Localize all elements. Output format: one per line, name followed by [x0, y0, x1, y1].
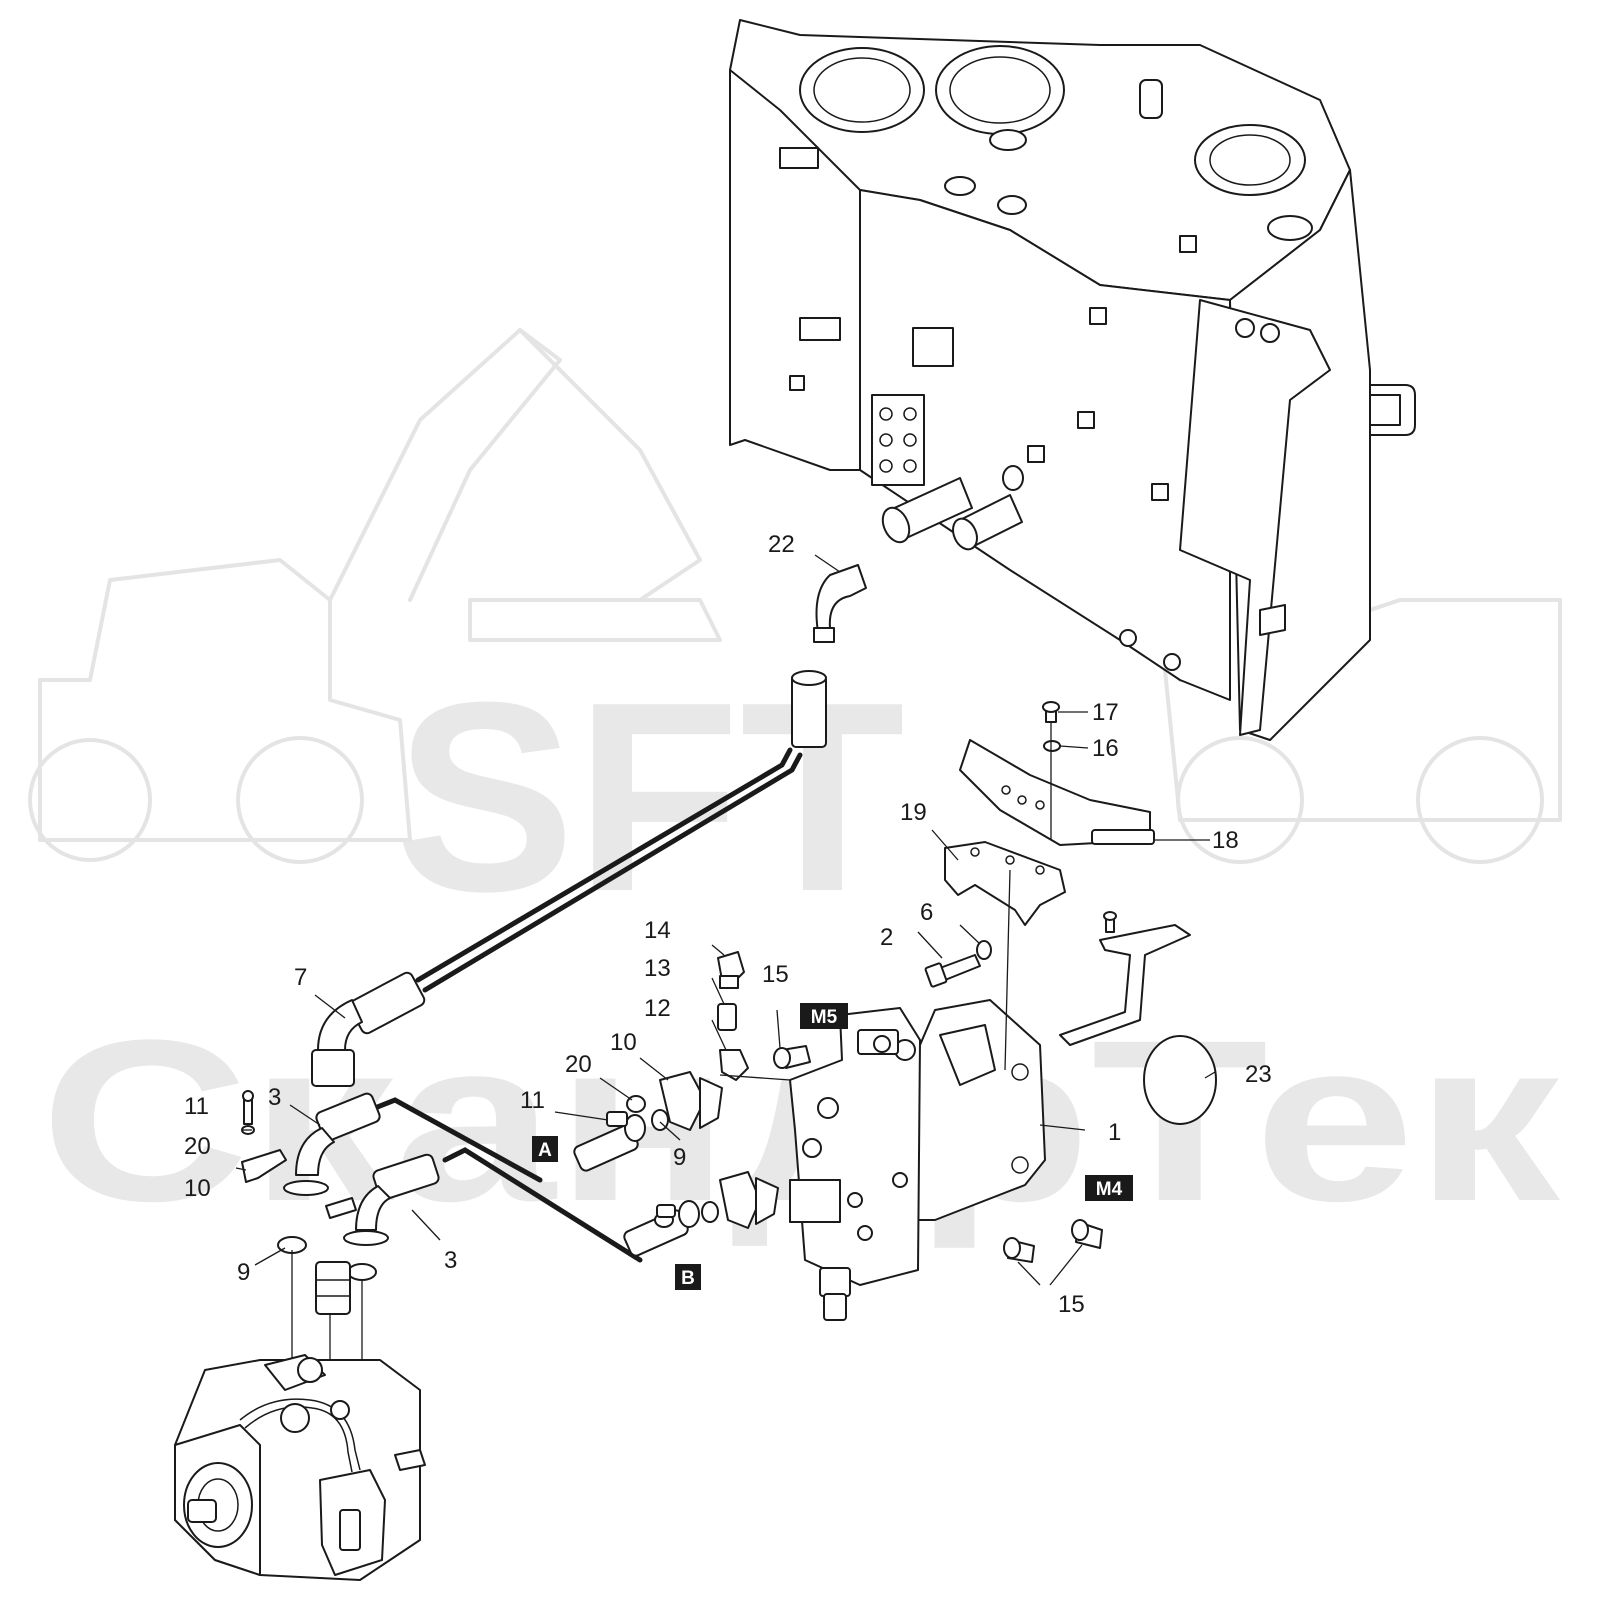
- callout-10-right: 10: [610, 1029, 637, 1056]
- callouts: 22 17 16 19 18 6 2 14 13 12 15 10 20 11 …: [184, 531, 1272, 1318]
- callout-11-left: 11: [184, 1093, 209, 1120]
- fitting-12: [719, 1049, 749, 1081]
- tag-a-box: [532, 1136, 558, 1162]
- pump-shaft-face: [183, 1462, 253, 1548]
- frame-opening-right: [935, 45, 1065, 135]
- callout-10-left: 10: [184, 1175, 211, 1202]
- frame-lifting-eye: [1369, 384, 1416, 436]
- callout-14: 14: [644, 917, 671, 944]
- hydraulic-pump: [174, 1354, 426, 1581]
- rear-frame-assembly: [729, 19, 1416, 741]
- tag-m5-box: [800, 1003, 848, 1029]
- tag-b-box: [675, 1264, 701, 1290]
- callout-13: 13: [644, 955, 671, 982]
- adapter-fitting: [315, 1261, 351, 1315]
- callout-17: 17: [1092, 699, 1119, 726]
- washer-6: [976, 940, 992, 960]
- callout-15-m5: 15: [762, 961, 789, 988]
- hose-line-b: [442, 1147, 643, 1263]
- callout-11-right: 11: [520, 1087, 545, 1114]
- callout-3-upper: 3: [268, 1084, 281, 1111]
- callout-22: 22: [768, 531, 795, 558]
- callout-23: 23: [1245, 1061, 1272, 1088]
- washer-16: [1043, 740, 1061, 752]
- callout-3-lower: 3: [444, 1247, 457, 1274]
- callout-12: 12: [644, 995, 671, 1022]
- callout-20-right: 20: [565, 1051, 592, 1078]
- hydraulic-motor-1: [717, 951, 1103, 1321]
- callout-19: 19: [900, 799, 927, 826]
- hose-22-to-7: [311, 564, 867, 1087]
- pump-shaft: [187, 1499, 217, 1523]
- hose-line-a: [367, 1097, 543, 1183]
- motor-hose-ends: [573, 1071, 779, 1257]
- callout-20-left: 20: [184, 1133, 211, 1160]
- bracket-right: [1059, 924, 1191, 1046]
- elbow-fitting-22: [815, 564, 867, 633]
- callout-1: 1: [1108, 1119, 1121, 1146]
- tag-m4-box: [1085, 1175, 1133, 1201]
- brackets: [924, 701, 1217, 1125]
- hose-line-upper: [422, 752, 803, 993]
- bracket-19: [944, 841, 1066, 926]
- o-ring-9-right: [347, 1263, 377, 1281]
- tag-m5: M5: [811, 1007, 838, 1028]
- leader-lines: [235, 554, 1216, 1286]
- o-ring-23: [1143, 1035, 1217, 1125]
- callout-15-bottom: 15: [1058, 1291, 1085, 1318]
- callout-16: 16: [1092, 735, 1119, 762]
- hoses-3: [241, 1090, 643, 1370]
- callout-2: 2: [880, 924, 893, 951]
- tag-a: A: [538, 1140, 552, 1161]
- callout-6: 6: [920, 899, 933, 926]
- callout-7: 7: [294, 964, 307, 991]
- callout-9-left: 9: [237, 1259, 250, 1286]
- tag-m4: M4: [1096, 1179, 1123, 1200]
- frame-side-cover: [1179, 299, 1331, 736]
- watermark-brand: SFT: [395, 647, 905, 948]
- port-tags: A B M4 M5: [532, 1003, 1133, 1290]
- frame-opening-left: [799, 47, 925, 133]
- split-flange-10-left: [241, 1149, 287, 1183]
- callout-9-right: 9: [673, 1144, 686, 1171]
- split-flange-10-right-a: [659, 1071, 706, 1131]
- split-flange-10-right-b: [719, 1171, 761, 1229]
- tag-b: B: [681, 1268, 695, 1289]
- callout-18: 18: [1212, 827, 1239, 854]
- fitting-13: [717, 1003, 737, 1031]
